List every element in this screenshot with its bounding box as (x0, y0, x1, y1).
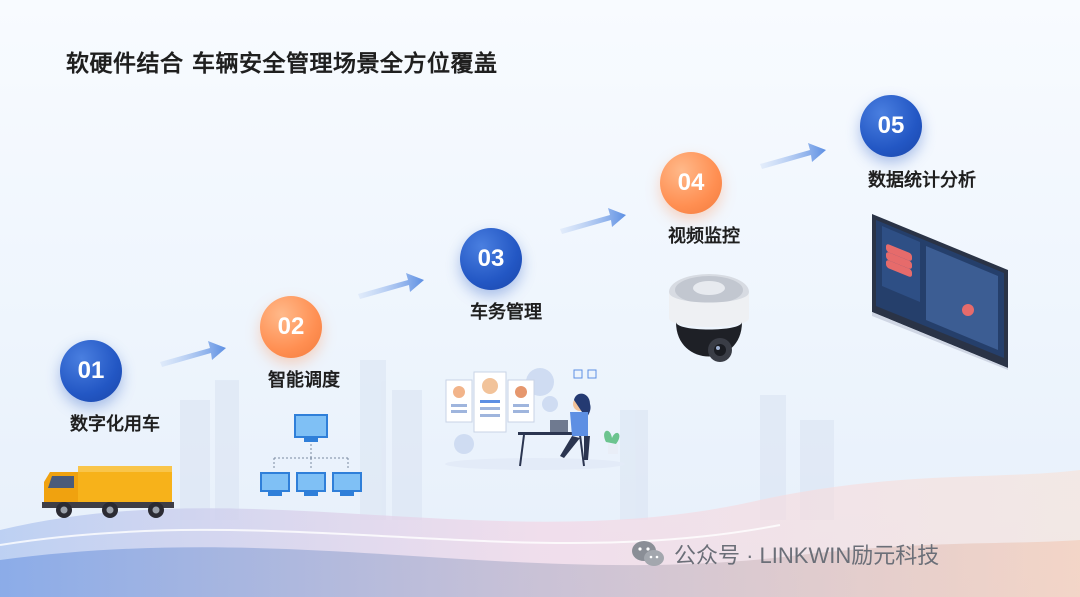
page-title: 软硬件结合 车辆安全管理场景全方位覆盖 (66, 51, 498, 77)
step-2-number: 02 (260, 296, 322, 358)
watermark-text: 公众号 · LINKWIN励元科技 (674, 543, 940, 568)
arrow-3-icon (560, 208, 626, 234)
watermark: 公众号 · LINKWIN励元科技 (630, 538, 939, 570)
security-camera-icon (669, 274, 749, 362)
step-1-number: 01 (60, 340, 122, 402)
step-2-label: 智能调度 (268, 370, 340, 391)
step-3-number: 03 (460, 228, 522, 290)
truck-icon (42, 466, 174, 518)
step-5-number: 05 (860, 95, 922, 157)
step-5-label: 数据统计分析 (868, 170, 976, 191)
office-management-icon (445, 368, 625, 470)
arrow-1-icon (160, 341, 226, 367)
step-3-label: 车务管理 (470, 302, 542, 323)
step-1-label: 数字化用车 (70, 414, 160, 435)
step-4-label: 视频监控 (668, 226, 740, 247)
analytics-dashboard-icon (872, 214, 1008, 370)
step-4-number: 04 (660, 152, 722, 214)
network-monitors-icon (260, 414, 362, 496)
wechat-icon (632, 541, 664, 566)
arrow-4-icon (760, 143, 826, 169)
arrow-2-icon (358, 273, 424, 299)
